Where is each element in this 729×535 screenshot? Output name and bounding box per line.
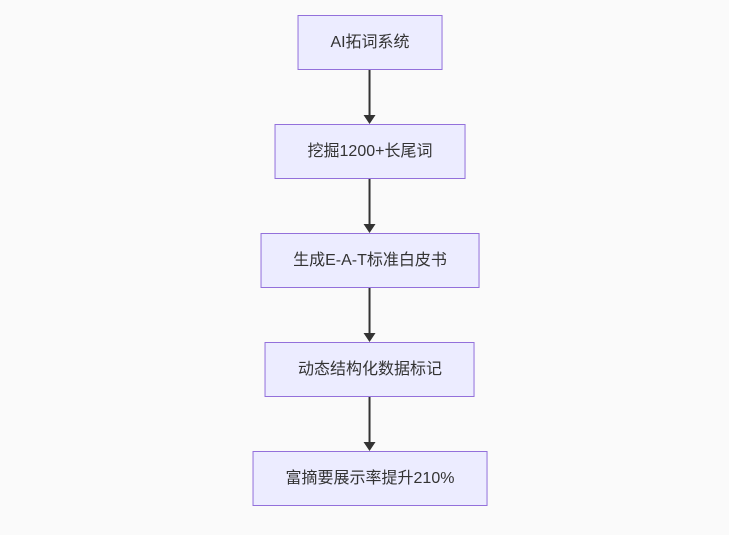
arrow-shaft bbox=[369, 397, 371, 442]
arrow-down-icon bbox=[364, 333, 376, 342]
arrow-down-icon bbox=[364, 224, 376, 233]
flow-node-label: 富摘要展示率提升210% bbox=[285, 469, 455, 487]
flow-node-label: 动态结构化数据标记 bbox=[297, 360, 442, 378]
flow-node-A: AI拓词系统 bbox=[297, 15, 443, 70]
edge-D-E bbox=[364, 397, 376, 451]
flow-node-label: 生成E-A-T标准白皮书 bbox=[293, 251, 447, 269]
edge-C-D bbox=[364, 288, 376, 342]
flowchart: AI拓词系统挖掘1200+长尾词生成E-A-T标准白皮书动态结构化数据标记富摘要… bbox=[252, 15, 488, 506]
arrow-down-icon bbox=[364, 115, 376, 124]
flow-node-D: 动态结构化数据标记 bbox=[264, 342, 475, 397]
flow-node-E: 富摘要展示率提升210% bbox=[252, 451, 488, 506]
flow-node-B: 挖掘1200+长尾词 bbox=[274, 124, 466, 179]
arrow-shaft bbox=[369, 288, 371, 333]
arrow-shaft bbox=[369, 179, 371, 224]
flow-node-C: 生成E-A-T标准白皮书 bbox=[260, 233, 480, 288]
arrow-down-icon bbox=[364, 442, 376, 451]
arrow-shaft bbox=[369, 70, 371, 115]
flow-node-label: 挖掘1200+长尾词 bbox=[307, 142, 433, 160]
edge-A-B bbox=[364, 70, 376, 124]
edge-B-C bbox=[364, 179, 376, 233]
flow-node-label: AI拓词系统 bbox=[330, 33, 410, 51]
